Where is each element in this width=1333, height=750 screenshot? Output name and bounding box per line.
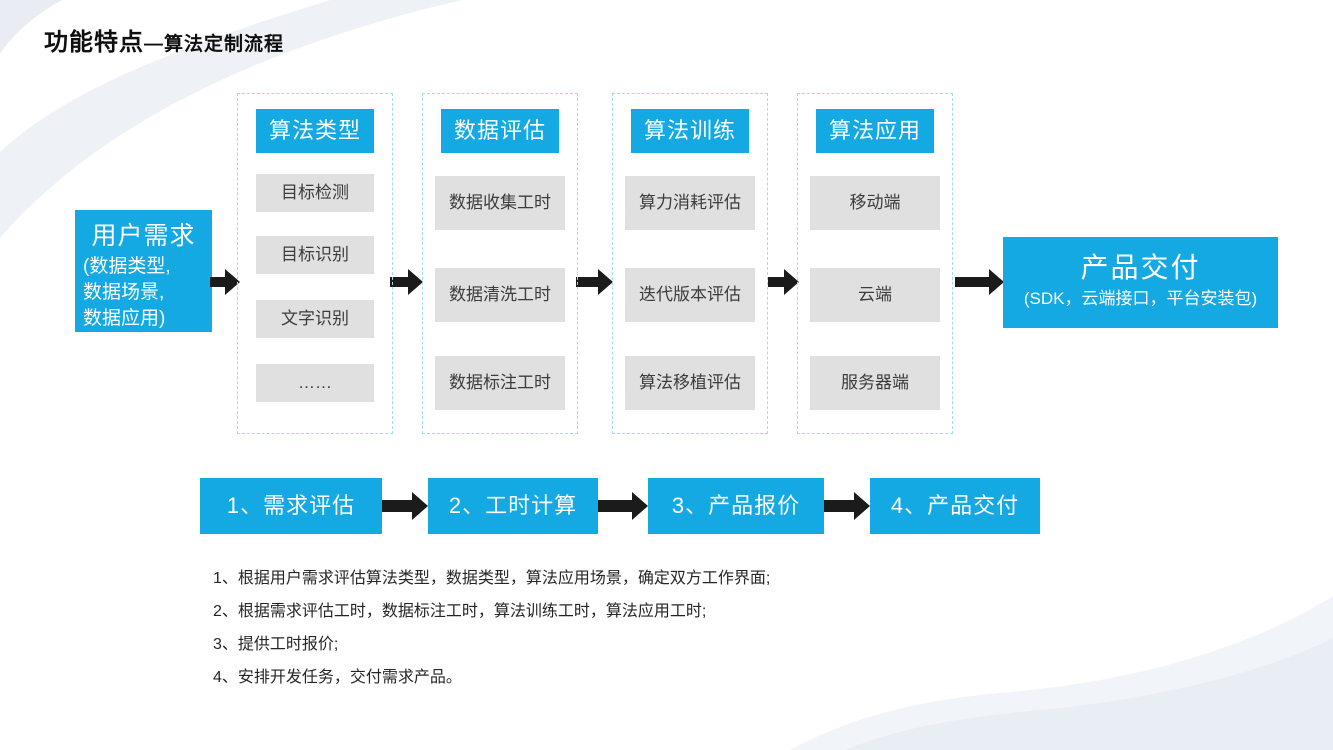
column-item: 数据清洗工时	[435, 268, 565, 322]
page-title-sub: —算法定制流程	[144, 34, 285, 55]
step-product-delivery: 4、产品交付	[870, 478, 1040, 534]
column-item: 算法移植评估	[625, 356, 755, 410]
arrow-right-icon	[824, 492, 870, 520]
arrow-right-icon	[768, 269, 799, 295]
column-item: 移动端	[810, 176, 940, 230]
arrow-right-icon	[382, 492, 428, 520]
flow-node-user-requirement: 用户需求 (数据类型, 数据场景, 数据应用)	[75, 210, 212, 332]
step-product-quotation: 3、产品报价	[648, 478, 824, 534]
arrow-right-icon	[955, 269, 1004, 295]
process-notes: 1、根据用户需求评估算法类型，数据类型，算法应用场景，确定双方工作界面; 2、根…	[213, 562, 770, 694]
column-item: 算力消耗评估	[625, 176, 755, 230]
flow-column-algorithm-type: 算法类型 目标检测 目标识别 文字识别 ……	[237, 93, 393, 434]
column-item: 文字识别	[256, 300, 374, 338]
page-title: 功能特点—算法定制流程	[44, 22, 284, 57]
note-line: 3、提供工时报价;	[213, 636, 339, 653]
column-item: 数据收集工时	[435, 176, 565, 230]
arrow-right-icon	[390, 269, 423, 295]
flow-node-product-delivery: 产品交付 (SDK，云端接口，平台安装包)	[1003, 237, 1278, 328]
step-requirement-evaluation: 1、需求评估	[200, 478, 382, 534]
input-box-line: 数据应用)	[83, 308, 166, 329]
arrow-right-icon	[598, 492, 648, 520]
column-item: 目标检测	[256, 174, 374, 212]
output-box-subtitle: (SDK，云端接口，平台安装包)	[1023, 289, 1258, 308]
column-item: 服务器端	[810, 356, 940, 410]
process-steps-row: 1、需求评估 2、工时计算 3、产品报价 4、产品交付	[200, 478, 1040, 534]
column-header: 算法应用	[816, 109, 934, 153]
arrow-right-icon	[576, 269, 613, 295]
note-line: 2、根据需求评估工时，数据标注工时，算法训练工时，算法应用工时;	[213, 603, 707, 620]
arrow-right-icon	[210, 269, 240, 295]
column-header: 算法训练	[631, 109, 749, 153]
input-box-title: 用户需求	[91, 222, 196, 250]
note-line: 1、根据用户需求评估算法类型，数据类型，算法应用场景，确定双方工作界面;	[213, 570, 771, 587]
column-item: 迭代版本评估	[625, 268, 755, 322]
flow-column-algorithm-training: 算法训练 算力消耗评估 迭代版本评估 算法移植评估	[612, 93, 768, 434]
note-line: 4、安排开发任务，交付需求产品。	[213, 669, 462, 686]
column-item: 目标识别	[256, 236, 374, 274]
flow-column-data-evaluation: 数据评估 数据收集工时 数据清洗工时 数据标注工时	[422, 93, 578, 434]
input-box-line: (数据类型,	[83, 256, 171, 277]
column-item: 云端	[810, 268, 940, 322]
column-header: 算法类型	[256, 109, 374, 153]
column-item: ……	[256, 364, 374, 402]
output-box-title: 产品交付	[1080, 252, 1201, 283]
input-box-line: 数据场景,	[83, 282, 165, 303]
flow-column-algorithm-application: 算法应用 移动端 云端 服务器端	[797, 93, 953, 434]
page-title-main: 功能特点	[44, 29, 144, 56]
column-item: 数据标注工时	[435, 356, 565, 410]
column-header: 数据评估	[441, 109, 559, 153]
step-workhour-calculation: 2、工时计算	[428, 478, 598, 534]
